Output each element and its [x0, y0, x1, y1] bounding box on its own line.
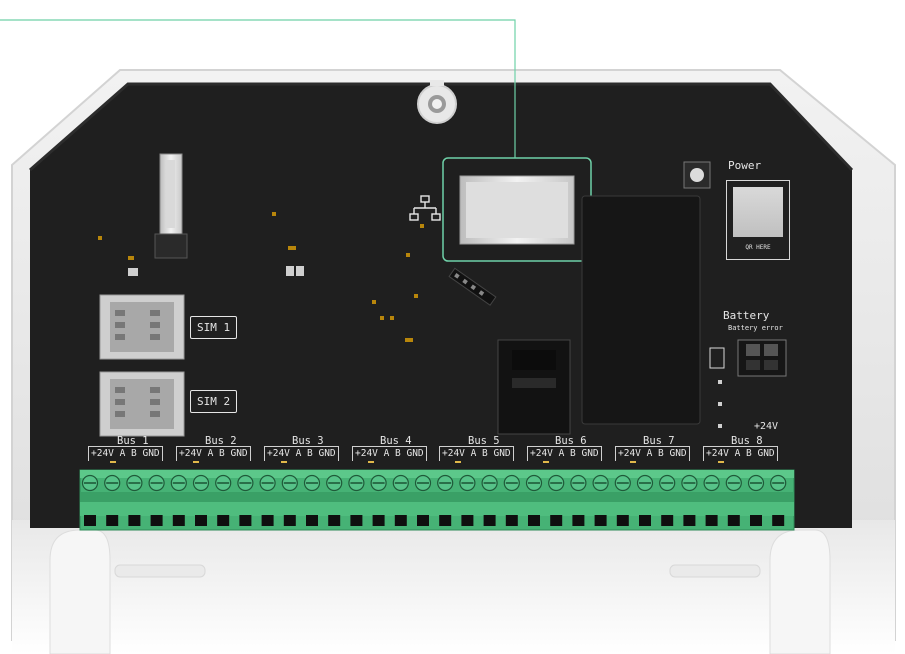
bus-7-name: Bus 7 [643, 435, 675, 447]
pin-header [448, 267, 497, 306]
bus-2-pins: +24V A B GND [176, 446, 251, 461]
wire-entry [261, 515, 274, 526]
sim-label-2: SIM 2 [190, 390, 238, 413]
wire-entry [306, 515, 318, 526]
wire-entry [106, 515, 119, 526]
plus24v-label: +24V [754, 421, 779, 432]
wire-entry [750, 515, 762, 526]
bus-4-pins: +24V A B GND [352, 446, 427, 461]
wire-entry [705, 515, 718, 526]
wire-entry [550, 515, 563, 526]
wire-entry [483, 515, 496, 526]
wire-entry [239, 515, 252, 526]
wire-entry [195, 515, 207, 526]
bus-1-pins: +24V A B GND [88, 446, 163, 461]
wire-entry [661, 515, 674, 526]
bus-2-name: Bus 2 [205, 435, 237, 447]
wire-entry [394, 515, 407, 526]
bus-6-pins: +24V A B GND [527, 446, 602, 461]
wire-entry [727, 515, 740, 526]
power-button-component [683, 161, 711, 189]
wire-entry [639, 515, 651, 526]
bus-8-name: Bus 8 [731, 435, 763, 447]
network-icon [409, 195, 441, 221]
qr-code [733, 187, 783, 237]
bus-leds [110, 461, 724, 463]
battery-error-label: Battery error [728, 324, 783, 332]
wire-entry [616, 515, 629, 526]
wire-entry [594, 515, 607, 526]
wire-entry [572, 515, 585, 526]
sim-holders [99, 294, 185, 437]
bus-3-name: Bus 3 [292, 435, 324, 447]
bus-4-name: Bus 4 [380, 435, 412, 447]
bus-5-pins: +24V A B GND [439, 446, 514, 461]
smd-parts [98, 212, 424, 342]
wire-entry [461, 515, 474, 526]
wire-entry [772, 515, 785, 526]
wire-entry [439, 515, 452, 526]
wire-entry [217, 515, 230, 526]
wire-entry [372, 515, 385, 526]
bus-8-pins: +24V A B GND [703, 446, 778, 461]
wire-entry [283, 515, 296, 526]
wire-entry [417, 515, 429, 526]
wire-entry [150, 515, 163, 526]
wire-entry [683, 515, 696, 526]
wire-entry [128, 515, 141, 526]
wire-entry [84, 515, 96, 526]
qr-label: QR HERE [745, 244, 771, 251]
sim-label-1: SIM 1 [190, 316, 238, 339]
power-label: Power [728, 159, 762, 172]
battery-terminal [709, 339, 787, 377]
qr-code-sticker: QR HERE [726, 180, 790, 260]
wire-entry [505, 515, 518, 526]
bus-6-name: Bus 6 [555, 435, 587, 447]
wire-entry [172, 515, 185, 526]
wire-entry [528, 515, 540, 526]
terminal-block [79, 469, 795, 531]
bus-1-name: Bus 1 [117, 435, 149, 447]
gsm-module [581, 195, 701, 425]
wire-entry [328, 515, 341, 526]
bus-7-pins: +24V A B GND [615, 446, 690, 461]
bus-3-pins: +24V A B GND [264, 446, 339, 461]
antenna-connector [154, 153, 188, 259]
wire-entry [350, 515, 363, 526]
battery-label: Battery [723, 309, 770, 322]
battery-connector-housing [497, 339, 571, 435]
bus-5-name: Bus 5 [468, 435, 500, 447]
